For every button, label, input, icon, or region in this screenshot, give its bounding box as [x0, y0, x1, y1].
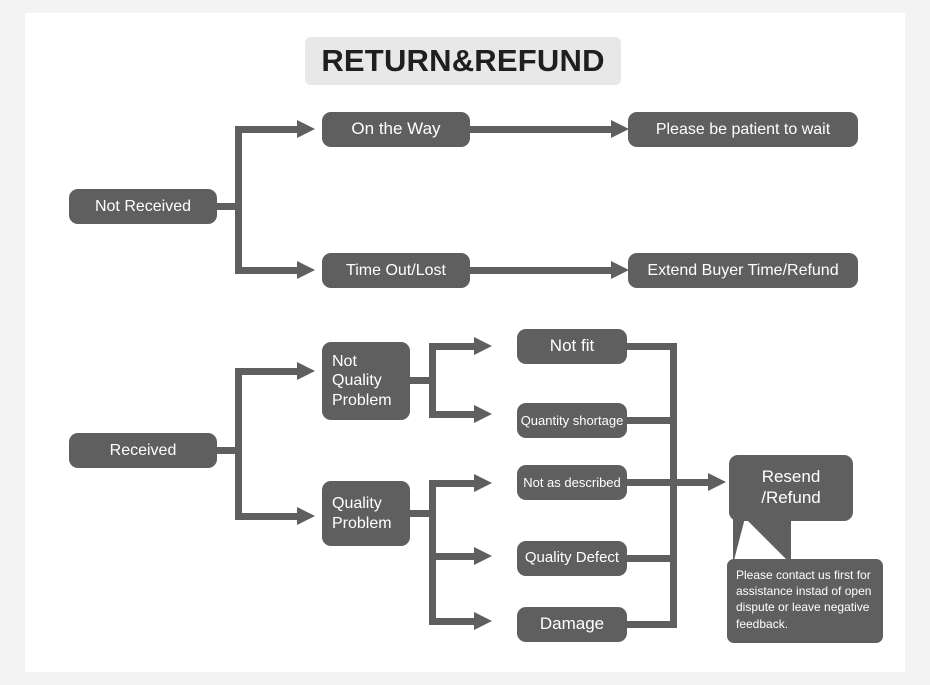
callout-contact-note-text: Please contact us first for assistance i…: [736, 568, 872, 631]
arrowhead-not-quality-problem: [297, 362, 315, 380]
arrowhead-quantity-shortage: [474, 405, 492, 423]
node-please-be-patient-to-wait[interactable]: Please be patient to wait: [628, 112, 858, 147]
node-not-received[interactable]: Not Received: [69, 189, 217, 224]
page-title-text: RETURN&REFUND: [321, 43, 605, 78]
node-extend-buyer-time-refund-label: Extend Buyer Time/Refund: [647, 261, 839, 279]
node-not-as-described[interactable]: Not as described: [517, 465, 627, 500]
node-received-label: Received: [109, 441, 177, 459]
connector-quantity-shortage-merge: [627, 417, 677, 424]
connector-to-not-quality-problem: [235, 368, 301, 375]
node-quantity-shortage[interactable]: Quantity shortage: [517, 403, 627, 438]
connector-not-fit-merge: [627, 343, 677, 350]
connector-on-the-way-to-wait: [470, 126, 615, 133]
node-quantity-shortage-label: Quantity shortage: [520, 412, 624, 428]
arrowhead-quality-problem: [297, 507, 315, 525]
node-time-out-lost-label: Time Out/Lost: [346, 261, 446, 279]
connector-nqp-to-quantity-shortage: [429, 411, 477, 418]
node-quality-defect[interactable]: Quality Defect: [517, 541, 627, 576]
node-resend-refund[interactable]: Resend /Refund: [729, 455, 853, 521]
page-title: RETURN&REFUND: [305, 37, 621, 85]
arrowhead-damage: [474, 612, 492, 630]
callout-contact-note: Please contact us first for assistance i…: [727, 559, 883, 643]
connector-to-quality-problem: [235, 513, 301, 520]
arrowhead-resend-refund: [708, 473, 726, 491]
arrowhead-not-fit: [474, 337, 492, 355]
connector-nqp-rail: [429, 343, 436, 418]
connector-nqp-to-not-fit: [429, 343, 477, 350]
connector-not-received-stub: [217, 203, 241, 210]
diagram-canvas: RETURN&REFUND Not Received On the Way Pl…: [25, 13, 905, 672]
node-time-out-lost[interactable]: Time Out/Lost: [322, 253, 470, 288]
node-on-the-way-label: On the Way: [351, 119, 441, 139]
callout-tail: [733, 518, 791, 564]
node-not-quality-problem-label: Not Quality Problem: [332, 352, 392, 409]
connector-not-received-rail: [235, 126, 242, 274]
arrowhead-not-as-described: [474, 474, 492, 492]
node-on-the-way[interactable]: On the Way: [322, 112, 470, 147]
connector-to-time-out-lost: [235, 267, 301, 274]
connector-received-rail: [235, 368, 242, 520]
node-damage-label: Damage: [539, 614, 605, 634]
connector-qp-to-not-as-described: [429, 480, 477, 487]
connector-quality-defect-merge: [627, 555, 677, 562]
node-extend-buyer-time-refund[interactable]: Extend Buyer Time/Refund: [628, 253, 858, 288]
node-quality-problem[interactable]: Quality Problem: [322, 481, 410, 546]
arrowhead-please-wait: [611, 120, 629, 138]
node-not-fit[interactable]: Not fit: [517, 329, 627, 364]
connector-nqp-stub: [410, 377, 434, 384]
connector-damage-merge: [627, 621, 677, 628]
node-not-quality-problem[interactable]: Not Quality Problem: [322, 342, 410, 420]
node-please-be-patient-to-wait-label: Please be patient to wait: [655, 120, 831, 138]
arrowhead-on-the-way: [297, 120, 315, 138]
arrowhead-time-out-lost: [297, 261, 315, 279]
connector-merge-to-resend-refund: [670, 479, 712, 486]
connector-received-stub: [217, 447, 241, 454]
node-quality-problem-label: Quality Problem: [332, 494, 392, 532]
connector-time-out-to-extend: [470, 267, 615, 274]
connector-qp-rail: [429, 480, 436, 625]
connector-qp-to-quality-defect: [429, 553, 477, 560]
node-quality-defect-label: Quality Defect: [524, 549, 620, 567]
node-resend-refund-label: Resend /Refund: [761, 467, 821, 507]
node-not-fit-label: Not fit: [549, 336, 595, 356]
connector-qp-stub: [410, 510, 434, 517]
node-not-as-described-label: Not as described: [523, 474, 621, 490]
arrowhead-extend-buyer-time: [611, 261, 629, 279]
node-not-received-label: Not Received: [94, 197, 192, 215]
node-damage[interactable]: Damage: [517, 607, 627, 642]
connector-not-as-described-merge: [627, 479, 677, 486]
connector-to-on-the-way: [235, 126, 301, 133]
arrowhead-quality-defect: [474, 547, 492, 565]
connector-qp-to-damage: [429, 618, 477, 625]
node-received[interactable]: Received: [69, 433, 217, 468]
